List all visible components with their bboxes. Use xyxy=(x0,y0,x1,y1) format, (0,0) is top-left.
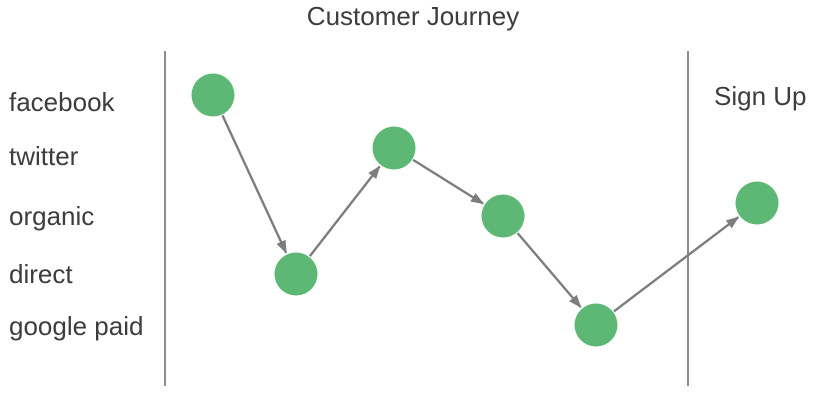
journey-dot-sign-up xyxy=(735,181,779,225)
channel-label-google-paid: google paid xyxy=(9,311,144,341)
journey-dot-facebook xyxy=(191,73,235,117)
journey-dot-organic xyxy=(481,194,525,238)
journey-start-line xyxy=(164,51,166,386)
channel-label-twitter: twitter xyxy=(9,141,79,171)
journey-arrow-facebook-to-direct xyxy=(221,114,288,254)
signup-boundary-line xyxy=(687,51,689,386)
journey-arrow-direct-to-twitter xyxy=(308,165,381,257)
signup-label: Sign Up xyxy=(714,81,807,111)
journey-arrow-organic-to-google-paid xyxy=(516,232,582,308)
channel-label-direct: direct xyxy=(9,259,73,289)
journey-dot-google-paid xyxy=(574,303,618,347)
channel-label-facebook: facebook xyxy=(9,87,115,117)
journey-dot-direct xyxy=(274,252,318,296)
journey-arrow-google-paid-to-sign-up xyxy=(613,216,740,313)
journey-dot-twitter xyxy=(372,126,416,170)
channel-label-organic: organic xyxy=(9,201,95,231)
diagram-title: Customer Journey xyxy=(306,1,520,31)
journey-arrow-twitter-to-organic xyxy=(412,158,484,205)
